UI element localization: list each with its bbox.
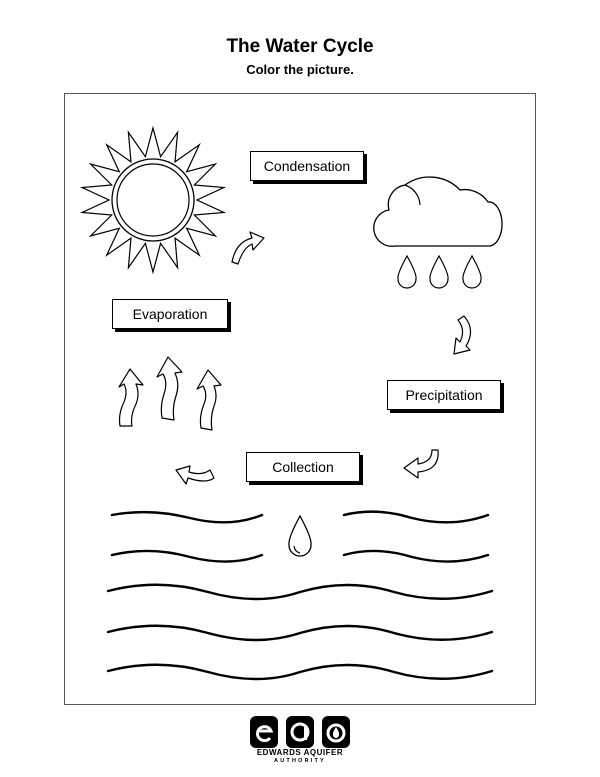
cloud-icon — [373, 176, 503, 247]
label-precipitation: Precipitation — [387, 380, 501, 410]
page-subtitle: Color the picture. — [246, 62, 354, 77]
label-evaporation: Evaporation — [112, 299, 228, 329]
water-drop-icon — [288, 514, 312, 557]
coloring-frame — [64, 93, 536, 705]
sun-icon — [79, 125, 227, 275]
curved-arrow-icon — [175, 231, 472, 485]
wavy-up-arrow-icon — [118, 356, 222, 431]
label-collection: Collection — [246, 452, 360, 482]
logo-name: EDWARDS AQUIFER — [256, 748, 344, 757]
edwards-aquifer-logo — [250, 716, 350, 748]
logo-subname: AUTHORITY — [274, 758, 326, 764]
label-condensation: Condensation — [250, 151, 364, 181]
page-title: The Water Cycle — [226, 36, 374, 57]
raindrop-icon — [397, 254, 482, 289]
wave-line — [106, 510, 494, 681]
